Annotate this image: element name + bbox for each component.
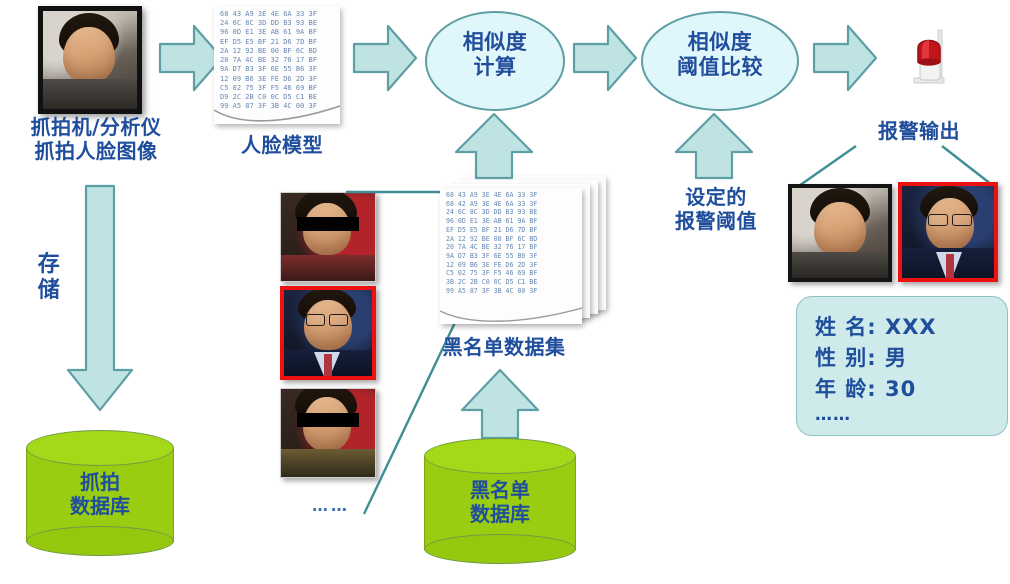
arrow-similarity-to-threshold (572, 24, 638, 92)
arrow-dataset-to-similarity (454, 112, 534, 180)
node-threshold-comparison-label: 相似度 阈值比较 (677, 30, 763, 79)
blacklist-database: 黑名单 数据库 (424, 438, 576, 564)
node-similarity-calculation-label: 相似度 计算 (462, 30, 528, 79)
blacklist-connectors (346, 190, 462, 515)
arrow-store-to-db (66, 184, 134, 412)
blacklist-hex: 68 43 A9 3E 4E 6A 33 3F 68 42 A9 3E 4E 6… (446, 191, 538, 295)
arrow-model-to-similarity (352, 24, 418, 92)
info-row-name: 姓 名: XXX (815, 311, 937, 341)
blacklist-face-2 (280, 286, 376, 380)
blacklist-dataset-document: 68 43 A9 3E 4E 6A 33 3F 68 42 A9 3E 4E 6… (434, 176, 610, 324)
info-row-more: …… (815, 405, 851, 425)
arrow-threshold-setting (674, 112, 754, 180)
info-row-name-value: XXX (885, 315, 937, 339)
alarm-output-label: 报警输出 (878, 119, 960, 143)
info-row-age: 年 龄: 30 (815, 373, 916, 403)
store-label: 存 储 (37, 252, 61, 303)
probe-face (788, 184, 892, 282)
face-model-hex: 68 43 A9 3E 4E 6A 33 3F 24 6C 8C 3D DD B… (220, 10, 317, 111)
node-threshold-comparison: 相似度 阈值比较 (640, 10, 800, 112)
matched-face (898, 182, 998, 282)
alarm-output-connectors (795, 145, 997, 189)
info-row-name-key: 姓 名: (815, 315, 877, 339)
info-row-gender: 性 别: 男 (815, 342, 907, 372)
blacklist-dataset-label: 黑名单数据集 (442, 335, 566, 359)
info-row-gender-value: 男 (885, 346, 908, 370)
face-model-label: 人脸模型 (241, 133, 323, 157)
blacklist-ellipsis: …… (312, 496, 350, 515)
blacklist-face-1 (280, 192, 376, 282)
face-model-document: 68 43 A9 3E 4E 6A 33 3F 24 6C 8C 3D DD B… (214, 6, 340, 124)
arrow-photo-to-model (158, 24, 224, 92)
alarm-beacon-icon (908, 26, 960, 90)
threshold-setting-label: 设定的 报警阈值 (675, 185, 757, 233)
blacklist-database-label: 黑名单 数据库 (470, 477, 530, 526)
captured-face-photo (38, 6, 142, 114)
capture-database-label: 抓拍 数据库 (70, 469, 130, 518)
capture-label: 抓拍机/分析仪 抓拍人脸图像 (30, 115, 162, 163)
capture-database: 抓拍 数据库 (26, 430, 174, 556)
info-row-age-value: 30 (885, 377, 917, 401)
info-row-age-key: 年 龄: (815, 377, 877, 401)
node-similarity-calculation: 相似度 计算 (424, 10, 566, 112)
info-row-gender-key: 性 别: (815, 346, 877, 370)
arrow-threshold-to-alarm (812, 24, 878, 92)
arrow-blacklistdb-to-dataset (460, 368, 540, 440)
match-info-panel: 姓 名: XXX 性 别: 男 年 龄: 30 …… (796, 296, 1008, 436)
blacklist-face-3 (280, 388, 376, 478)
